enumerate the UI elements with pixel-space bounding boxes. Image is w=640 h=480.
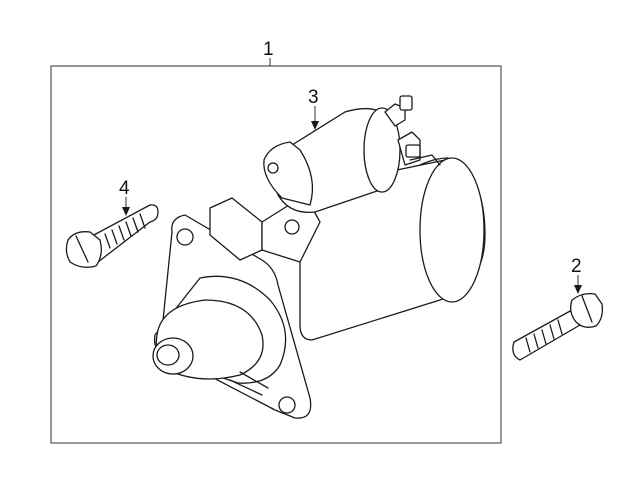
callout-4[interactable]: 4 bbox=[119, 178, 130, 216]
assembly-frame bbox=[50, 65, 502, 444]
bolt-icon-left[interactable] bbox=[65, 204, 159, 268]
callout-label-2: 2 bbox=[571, 256, 582, 277]
arrowhead-2 bbox=[574, 285, 582, 294]
arrowhead-4 bbox=[122, 207, 130, 216]
callout-2[interactable]: 2 bbox=[571, 256, 582, 294]
callout-label-3: 3 bbox=[308, 87, 319, 108]
arrowhead-3 bbox=[311, 121, 319, 130]
callout-label-4: 4 bbox=[119, 178, 130, 199]
bolt-icon-right[interactable] bbox=[512, 292, 604, 361]
callout-label-1: 1 bbox=[263, 39, 274, 60]
starter-motor-icon[interactable] bbox=[152, 95, 486, 419]
callout-1[interactable]: 1 bbox=[263, 39, 274, 66]
callout-3[interactable]: 3 bbox=[308, 87, 319, 130]
